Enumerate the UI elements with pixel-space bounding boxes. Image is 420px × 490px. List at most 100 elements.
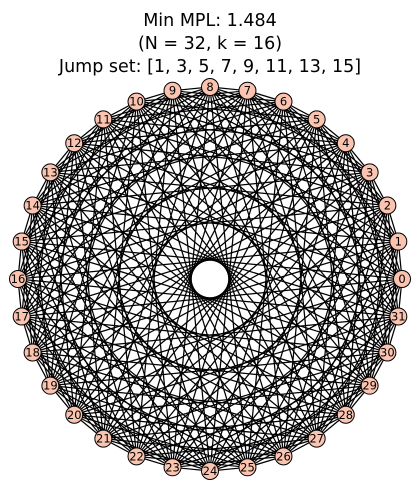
graph-edge-14-23	[32, 205, 174, 468]
graph-edge-22-27	[136, 438, 317, 458]
graph-node-9: 9	[163, 81, 182, 100]
graph-edge-2-27	[316, 205, 388, 439]
graph-edge-5-30	[316, 119, 388, 353]
graph-node-26: 26	[274, 447, 293, 466]
node-circle	[378, 196, 397, 215]
graph-edge-23-28	[172, 414, 346, 468]
node-circle	[94, 429, 113, 448]
graph-edge-6-27	[282, 101, 318, 439]
graph-node-27: 27	[307, 429, 326, 448]
graph-edge-6-15	[21, 101, 284, 243]
graph-edge-0-19	[50, 278, 403, 387]
graph-edge-8-31	[209, 86, 399, 317]
graph-edge-19-28	[50, 385, 346, 416]
graph-edge-8-19	[49, 86, 211, 386]
node-label: 11	[96, 112, 111, 126]
graph-node-8: 8	[201, 78, 219, 96]
node-label: 10	[129, 95, 144, 109]
graph-edge-2-7	[247, 90, 388, 207]
graph-node-19: 19	[41, 376, 60, 395]
graph-edge-4-23	[171, 142, 347, 468]
graph-edge-8-13	[50, 86, 211, 173]
graph-edge-6-19	[49, 101, 284, 387]
graph-edge-7-16	[17, 90, 248, 280]
graph-edge-5-10	[136, 100, 317, 120]
graph-edge-14-19	[31, 205, 51, 386]
graph-edge-24-29	[209, 385, 370, 472]
graph-edge-4-9	[172, 90, 346, 144]
graph-edge-20-31	[74, 315, 399, 416]
graph-node-12: 12	[65, 134, 84, 153]
graph-edge-5-14	[32, 118, 317, 207]
graph-edge-9-14	[32, 90, 173, 207]
graph-edge-1-24	[209, 241, 399, 472]
graph-edge-7-20	[73, 90, 249, 416]
node-label: 25	[240, 460, 255, 474]
graph-edge-7-30	[246, 90, 388, 353]
graph-edge-2-23	[172, 205, 388, 468]
graph-edge-9-30	[172, 90, 388, 353]
graph-node-29: 29	[360, 376, 379, 395]
graph-node-24: 24	[201, 462, 219, 480]
graph-edge-18-27	[32, 351, 317, 440]
graph-edge-17-28	[21, 315, 346, 416]
graph-edge-5-28	[316, 119, 347, 415]
node-circle	[393, 270, 411, 288]
graph-edge-4-15	[21, 142, 346, 243]
graph-edge-1-6	[282, 101, 399, 242]
graph-node-17: 17	[12, 307, 31, 326]
graph-edge-6-29	[282, 101, 371, 386]
graph-edge-10-15	[21, 101, 138, 242]
node-label: 20	[67, 408, 82, 422]
graph-edge-2-15	[21, 204, 388, 243]
node-circle	[360, 163, 379, 182]
graph-edge-4-25	[246, 143, 347, 468]
graph-edge-2-31	[386, 205, 399, 317]
graph-node-22: 22	[127, 447, 146, 466]
graph-edge-25-30	[247, 351, 388, 468]
node-circle	[12, 307, 31, 326]
node-circle	[389, 232, 408, 251]
graph-edge-0-23	[172, 278, 403, 468]
graph-edge-6-31	[282, 101, 399, 317]
graph-edge-1-20	[73, 240, 399, 416]
graph-edge-14-27	[32, 205, 318, 440]
graph-edge-1-28	[345, 241, 399, 415]
title-line-2: (N = 32, k = 16)	[138, 34, 282, 54]
title-line-1: Min MPL: 1.484	[143, 11, 277, 31]
node-circle	[127, 92, 146, 111]
graph-node-28: 28	[336, 405, 355, 424]
graph-edge-7-28	[246, 90, 347, 415]
graph-edge-3-30	[369, 172, 389, 353]
graph-edge-16-25	[17, 278, 248, 468]
graph-edge-9-18	[32, 90, 174, 353]
graph-edge-7-26	[246, 90, 285, 457]
graph-edge-20-29	[74, 385, 370, 416]
node-label: 0	[398, 272, 405, 286]
graph-edge-11-30	[102, 118, 388, 353]
graph-edge-22-31	[136, 315, 399, 457]
graph-edge-2-13	[50, 171, 388, 207]
graph-edge-1-26	[282, 241, 399, 457]
graph-node-20: 20	[65, 405, 84, 424]
node-circle	[201, 462, 219, 480]
node-label: 8	[206, 80, 213, 94]
graph-edge-17-26	[21, 315, 284, 457]
graph-node-14: 14	[23, 196, 42, 215]
graph-edge-13-22	[49, 172, 138, 457]
graph-edge-14-25	[32, 205, 248, 468]
graph-edge-10-29	[136, 101, 371, 387]
graph-edge-4-31	[345, 143, 399, 317]
node-circle	[307, 429, 326, 448]
graph-edge-6-25	[246, 101, 285, 468]
node-label: 6	[280, 95, 287, 109]
graph-edge-4-17	[21, 142, 347, 318]
graph-node-7: 7	[238, 81, 257, 100]
graph-edge-11-22	[102, 119, 138, 457]
node-circle	[274, 92, 293, 111]
node-label: 27	[309, 432, 324, 446]
title-line-3: Jump set: [1, 3, 5, 7, 9, 11, 13, 15]	[58, 57, 361, 77]
graph-node-15: 15	[12, 232, 31, 251]
graph-edge-5-16	[17, 118, 317, 280]
